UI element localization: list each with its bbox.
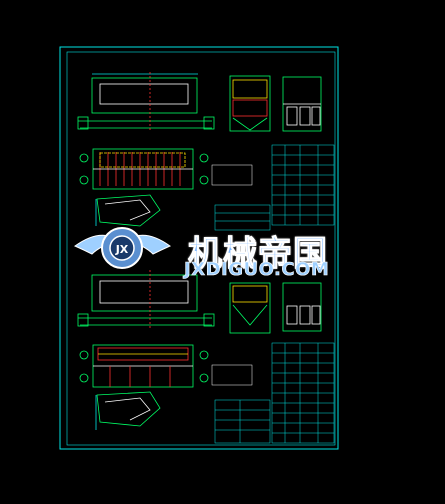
watermark-logo-letters: JX <box>115 243 129 256</box>
section-view-2 <box>229 282 322 334</box>
watermark-url: JXDIGUO.COM <box>184 259 330 281</box>
detail-view-1 <box>95 194 161 227</box>
detail-view-2 <box>95 391 161 430</box>
watermark-logo: JX <box>74 227 171 269</box>
section-view-1 <box>229 75 322 132</box>
plan-view-2 <box>79 344 209 388</box>
parts-table-1 <box>211 144 335 231</box>
parts-table-2 <box>211 342 335 444</box>
plan-view-1 <box>79 148 209 190</box>
sheet-outer-border <box>59 46 339 450</box>
elevation-view-2 <box>77 270 215 330</box>
elevation-view-1 <box>77 72 215 131</box>
watermark-title: 机械帝国 <box>188 234 328 275</box>
sheet-inner-border <box>66 51 336 446</box>
